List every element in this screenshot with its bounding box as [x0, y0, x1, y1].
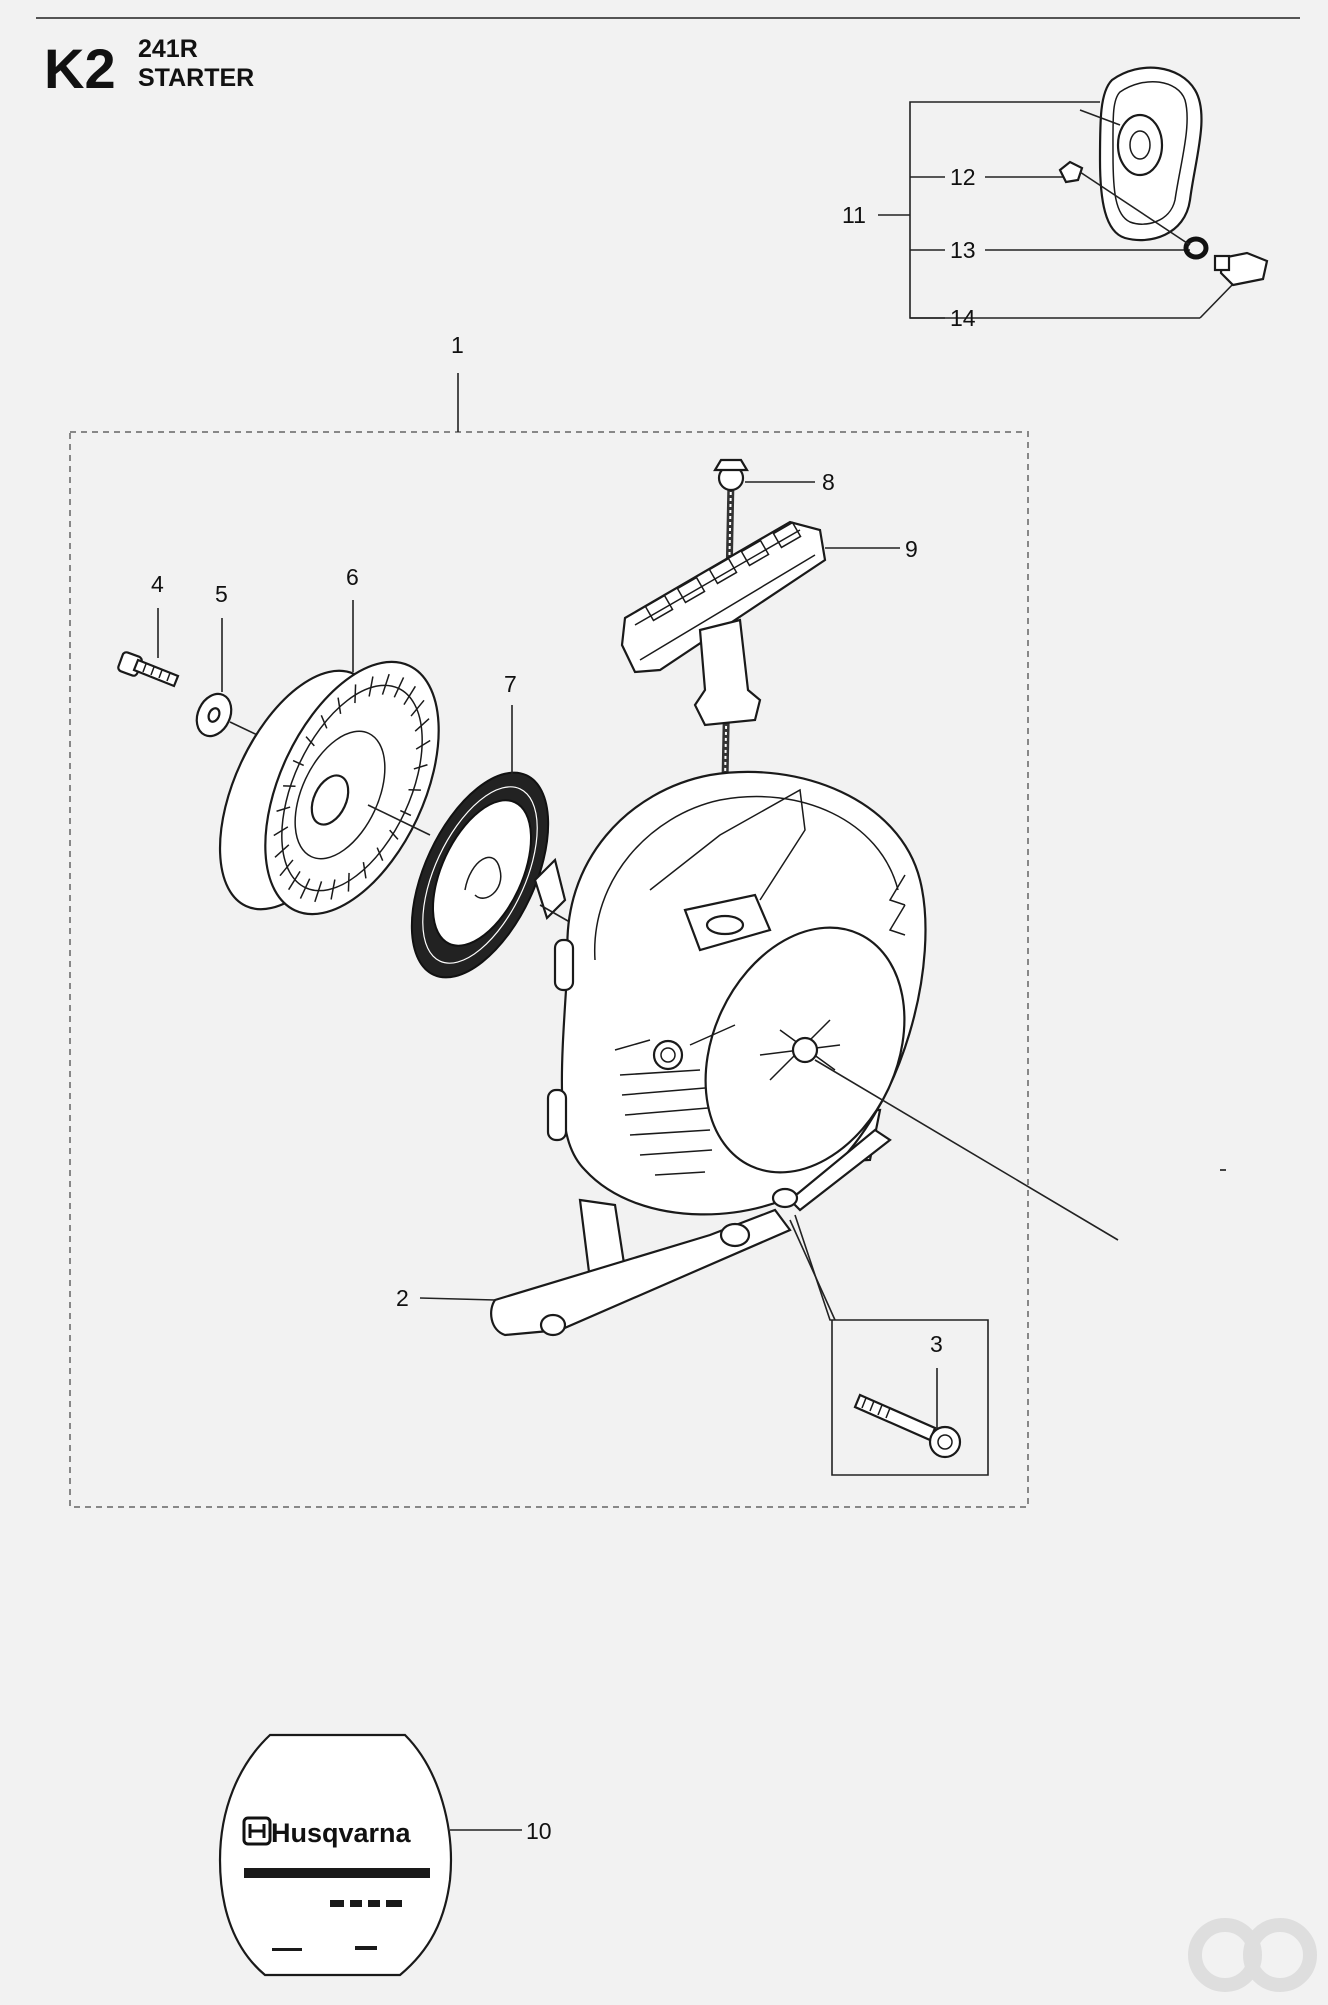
pulley-tooth [305, 736, 315, 747]
callout-6: 6 [346, 564, 359, 590]
pulley-rim-front [264, 660, 440, 916]
leader-2 [419, 1297, 496, 1301]
pulley-tooth [314, 881, 323, 903]
pulley-tooth [347, 872, 350, 892]
kit-boundary-box [69, 431, 1029, 1508]
starter-housing [546, 770, 927, 1216]
pulley-tooth [393, 677, 405, 698]
pulley-tooth [274, 844, 290, 858]
model-number: 241R [138, 35, 198, 63]
pulley-tooth [381, 673, 390, 695]
handle-grip-stem [693, 618, 762, 727]
callout-9: 9 [905, 536, 918, 562]
leader-14 [1199, 281, 1236, 319]
watermark-logo [1188, 1918, 1317, 1992]
pulley-tooth [320, 714, 328, 729]
stand-base [490, 1208, 792, 1337]
callout-13: 13 [950, 237, 976, 263]
pulley-tooth [273, 826, 289, 837]
pulley-tooth [287, 870, 301, 891]
part-7-recoil-spring: 7 [410, 671, 567, 979]
housing-vents [619, 1069, 713, 1176]
decal-plate [218, 1733, 452, 1977]
part-3-bolt-head [928, 1425, 962, 1459]
pulley-tooth [376, 847, 384, 862]
part-10-decal: Husqvarna 10 [218, 1733, 552, 1977]
callout-14: 14 [950, 305, 976, 331]
cover-assembly-group: 11 12 13 14 [842, 66, 1269, 331]
pulley-tooth [403, 685, 417, 706]
callout-1: 1 [451, 332, 464, 358]
callout-10: 10 [526, 1818, 552, 1844]
pulley-tooth [276, 806, 291, 812]
pulley-tooth [337, 697, 342, 714]
part-4-screw: 4 [117, 571, 180, 688]
pulley-tooth [414, 718, 430, 732]
pulley-tooth [413, 764, 428, 770]
pulley-tooth [362, 862, 367, 879]
callout-12: 12 [950, 164, 976, 190]
callout-3: 3 [930, 1331, 943, 1357]
pulley-tooth [410, 699, 425, 717]
pulley-tooth [399, 809, 412, 817]
pulley-teeth [273, 673, 431, 903]
pulley-tooth [415, 739, 431, 750]
part-5-washer: 5 [195, 581, 233, 738]
pulley-tooth [279, 859, 294, 877]
part-13-ring [1183, 236, 1209, 260]
husqvarna-logo [242, 1816, 272, 1846]
part-6-pulley: 6 [218, 564, 440, 916]
handle-assembly: 8 9 [620, 458, 918, 781]
pulley-tooth [299, 878, 311, 899]
part-3-detail: 3 [789, 1214, 989, 1476]
cover-pulley-hub [1116, 113, 1164, 177]
group-bracket-11 [909, 101, 1200, 319]
pulley-tooth [368, 676, 374, 697]
callout-4: 4 [151, 571, 164, 597]
callout-5: 5 [215, 581, 228, 607]
pulley-tooth [292, 759, 305, 767]
part-3-bolt-shank [853, 1393, 937, 1442]
part-9-t-handle [620, 520, 827, 674]
callout-2: 2 [396, 1285, 409, 1311]
callout-11: 11 [842, 202, 866, 228]
decal-stripe [244, 1868, 430, 1878]
pulley-tooth [330, 879, 336, 900]
part-12-clip [1058, 160, 1084, 184]
section-code: K2 [44, 37, 116, 100]
pulley-tooth [389, 829, 399, 840]
callout-7: 7 [504, 671, 517, 697]
callout-8: 8 [822, 469, 835, 495]
section-title: STARTER [138, 64, 254, 92]
part-2-stand: 2 [396, 1128, 892, 1337]
decal-brand-text: Husqvarna [271, 1818, 412, 1848]
pulley-tooth [354, 684, 357, 704]
part-14-knob [1219, 251, 1269, 287]
